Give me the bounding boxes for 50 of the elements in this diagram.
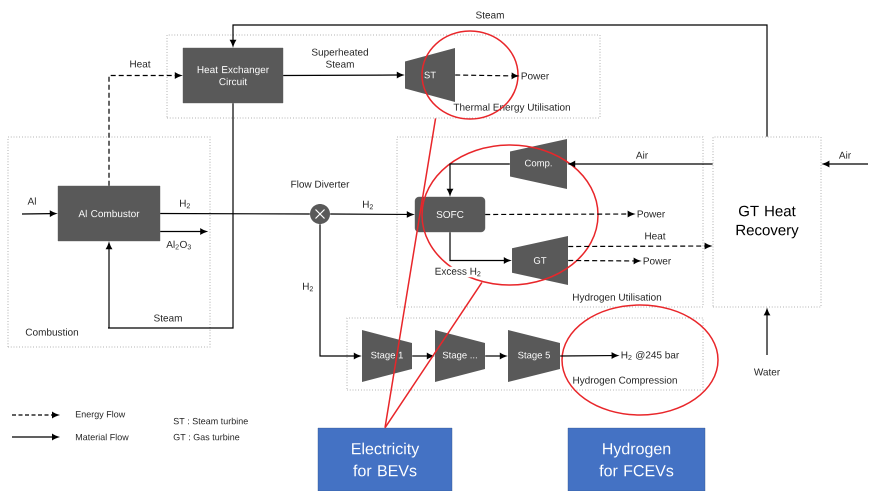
flow-line: [160, 212, 310, 215]
material-flow-arrow: [412, 353, 434, 359]
material-flow-arrow: [568, 161, 713, 167]
heat-recovery-box: GT Heat Recovery: [712, 136, 822, 308]
energy-flow-arrow: [108, 72, 182, 186]
leader-line: [384, 118, 436, 428]
edge-label: H$_{2}$: [301, 282, 315, 292]
output-text: Power: [644, 258, 671, 264]
fuel-cell-box: SOFC: [414, 196, 486, 232]
edge-label: Steam: [474, 10, 506, 20]
edge-label: Air: [838, 150, 852, 160]
output-text: Power: [522, 72, 549, 80]
energy-flow-arrow: [485, 211, 634, 217]
material-flow-arrow: [319, 224, 360, 359]
edge-label: Heat: [128, 60, 152, 68]
material-flow-arrow: [764, 308, 770, 355]
material-flow-arrow: [485, 353, 506, 359]
output-text: Power: [638, 210, 665, 218]
process-box: Heat Exchanger Circuit: [182, 48, 284, 104]
edge-label: Air: [634, 150, 650, 160]
energy-flow-arrow: [568, 243, 712, 249]
energy-flow-arrow: [455, 72, 518, 79]
abbreviation-note: GT : Gas turbine: [174, 434, 240, 440]
process-box: Al Combustor: [58, 186, 160, 242]
output-text: H$_{2}$ @245 bar: [622, 351, 680, 360]
edge-label: Water: [752, 368, 782, 376]
edge-label: Heat: [643, 232, 667, 240]
material-flow-arrow: [160, 228, 207, 234]
legend-text: Energy Flow: [76, 410, 126, 420]
material-flow-arrow: [106, 103, 234, 329]
edge-label: Excess H$_{2}$: [434, 266, 482, 278]
edge-label: H$_{2}$: [178, 198, 192, 210]
abbreviation-note: ST : Steam turbine: [174, 418, 248, 424]
edge-label: Superheated Steam: [309, 47, 371, 69]
material-flow-arrow: [449, 232, 510, 264]
edge-label: Steam: [152, 313, 184, 323]
edge-label: H$_{2}$: [361, 200, 375, 210]
material-flow-arrow: [230, 24, 768, 137]
material-flow-arrow: [447, 163, 510, 196]
edge-label: Al$_{2}$O$_{3}$: [165, 240, 193, 250]
highlight-box: Hydrogen for FCEVs: [568, 428, 706, 491]
material-flow-arrow: [283, 72, 404, 78]
material-flow-arrow: [822, 161, 868, 167]
material-flow-arrow: [330, 212, 414, 218]
highlight-box: Electricity for BEVs: [318, 428, 452, 491]
leader-line: [384, 282, 483, 428]
edge-label: Al: [26, 196, 38, 206]
energy-flow-arrow: [568, 258, 640, 264]
material-flow-arrow: [22, 210, 56, 217]
legend-text: Material Flow: [76, 434, 129, 440]
